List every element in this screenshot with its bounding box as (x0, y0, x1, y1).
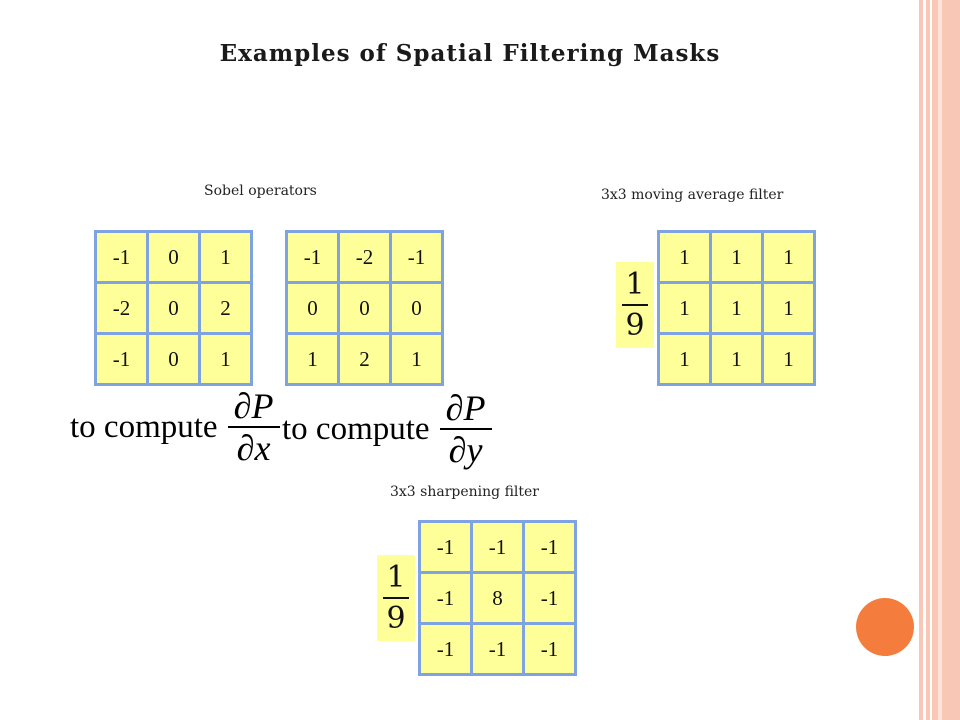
mask-cell: 1 (660, 284, 709, 332)
mask-cell: -1 (97, 335, 146, 383)
slide-title: Examples of Spatial Filtering Masks (219, 40, 721, 67)
mask-cell: -1 (421, 625, 470, 673)
mask-cell: 2 (201, 284, 250, 332)
mask-cell: -1 (421, 523, 470, 571)
mask-cell: 1 (392, 335, 441, 383)
moving-average-caption: 3x3 moving average filter (601, 187, 784, 203)
compute-label: to compute (282, 410, 430, 447)
mask-cell: 1 (712, 284, 761, 332)
mask-cell: 1 (288, 335, 337, 383)
border-stripe (919, 0, 923, 720)
fraction-bar (622, 304, 648, 306)
sobel-x-mask: -1 0 1 -2 0 2 -1 0 1 (94, 230, 253, 386)
mask-cell: 1 (764, 233, 813, 281)
mask-cell: 1 (764, 335, 813, 383)
mask-cell: -2 (340, 233, 389, 281)
mask-cell: 1 (201, 335, 250, 383)
partial-derivative-x: ∂P ∂x (227, 386, 280, 468)
sharpening-caption: 3x3 sharpening filter (390, 484, 539, 500)
mask-cell: -1 (473, 625, 522, 673)
mask-cell: 0 (149, 284, 198, 332)
derivative-denominator: ∂y (448, 430, 483, 470)
mask-cell: 1 (712, 335, 761, 383)
mask-cell: -1 (97, 233, 146, 281)
moving-average-scale-fraction: 1 9 (616, 262, 654, 348)
mask-cell: -1 (525, 523, 574, 571)
sobel-y-mask: -1 -2 -1 0 0 0 1 2 1 (285, 230, 444, 386)
mask-cell: -1 (473, 523, 522, 571)
derivative-numerator: ∂P (445, 388, 486, 428)
mask-cell: 0 (340, 284, 389, 332)
derivative-denominator: ∂x (236, 428, 271, 468)
derivative-numerator: ∂P (233, 386, 274, 426)
mask-cell: 1 (660, 233, 709, 281)
mask-cell: -2 (97, 284, 146, 332)
decorative-circle (856, 598, 914, 656)
border-stripe (926, 0, 930, 720)
partial-derivative-y: ∂P ∂y (439, 388, 492, 470)
sharpening-mask: -1 -1 -1 -1 8 -1 -1 -1 -1 (418, 520, 577, 676)
mask-cell: 0 (392, 284, 441, 332)
fraction-bar (383, 597, 409, 599)
mask-cell: -1 (525, 625, 574, 673)
mask-cell: 0 (149, 233, 198, 281)
border-stripe (938, 0, 942, 720)
fraction-numerator: 1 (625, 267, 645, 302)
mask-cell: 2 (340, 335, 389, 383)
sobel-caption: Sobel operators (204, 183, 317, 199)
moving-average-mask: 1 1 1 1 1 1 1 1 1 (657, 230, 816, 386)
mask-cell: -1 (421, 574, 470, 622)
compute-dy-expression: to compute ∂P ∂y (282, 388, 492, 470)
compute-label: to compute (70, 408, 218, 445)
border-stripe (932, 0, 960, 720)
fraction-bar (439, 428, 492, 430)
compute-dx-expression: to compute ∂P ∂x (70, 386, 280, 468)
mask-cell: -1 (525, 574, 574, 622)
mask-cell: -1 (288, 233, 337, 281)
mask-cell: 1 (201, 233, 250, 281)
mask-cell: 1 (764, 284, 813, 332)
mask-cell: -1 (392, 233, 441, 281)
fraction-denominator: 9 (625, 308, 645, 343)
mask-cell: 1 (712, 233, 761, 281)
fraction-numerator: 1 (386, 560, 406, 595)
mask-cell: 1 (660, 335, 709, 383)
sharpening-scale-fraction: 1 9 (377, 555, 415, 641)
fraction-denominator: 9 (386, 601, 406, 636)
fraction-bar (227, 426, 280, 428)
mask-cell: 8 (473, 574, 522, 622)
mask-cell: 0 (288, 284, 337, 332)
mask-cell: 0 (149, 335, 198, 383)
